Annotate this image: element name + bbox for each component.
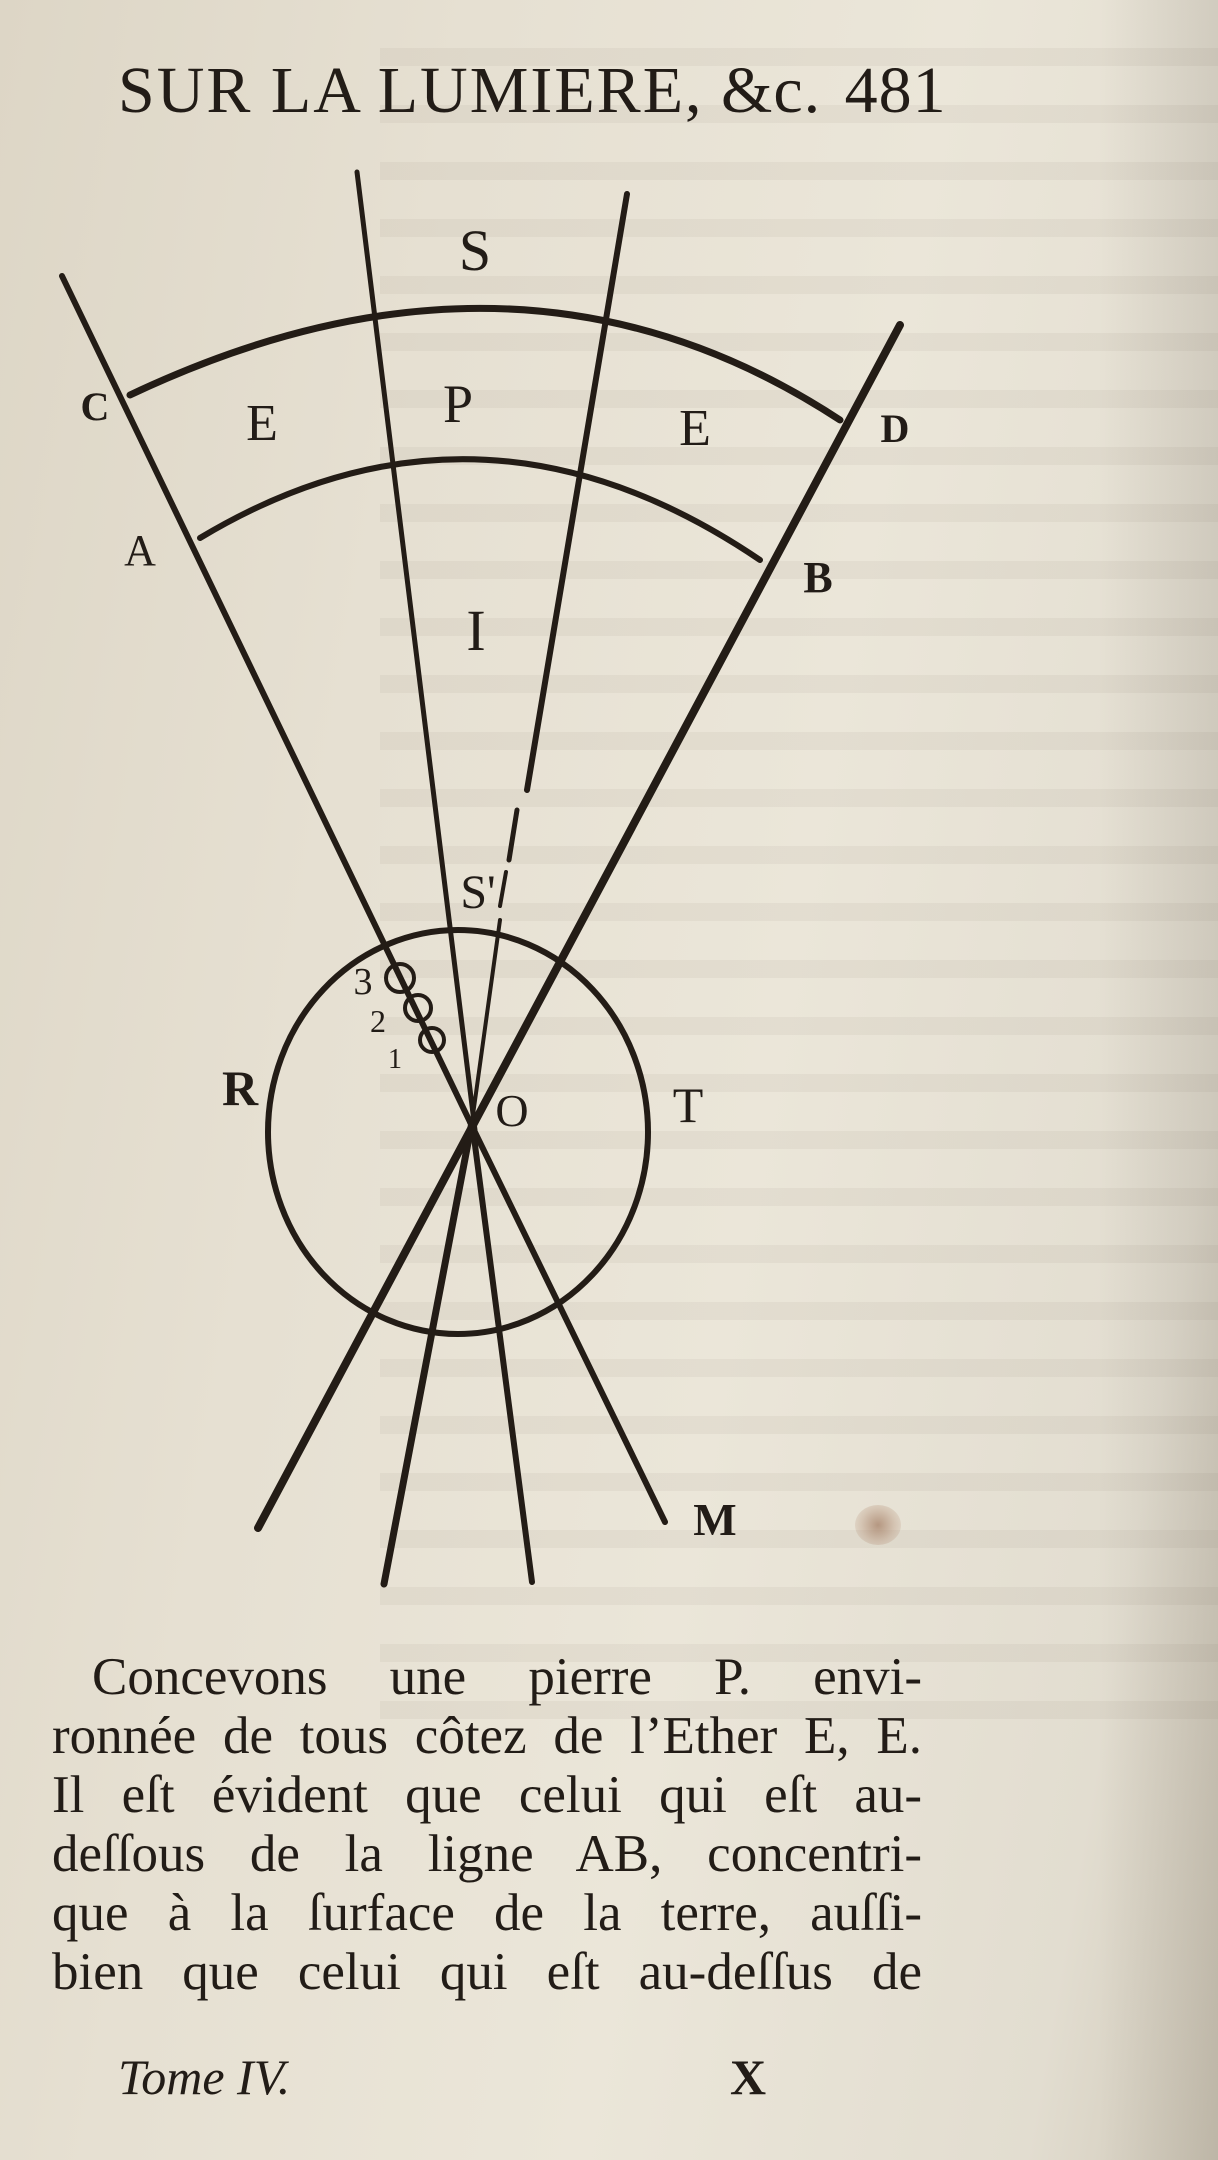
label-I: I	[466, 598, 485, 663]
label-R: R	[222, 1060, 259, 1116]
label-S-prime: S'	[460, 866, 495, 919]
running-head-title: SUR LA LUMIERE,	[118, 54, 704, 127]
label-P: P	[443, 374, 473, 434]
running-head: SUR LA LUMIERE, &c. 481	[118, 58, 947, 124]
body-line-5: que à la ſurface de la terre, auſſi-	[52, 1884, 922, 1942]
volume-label: Tome IV.	[118, 2049, 291, 2105]
line-ray-1	[467, 1119, 668, 1525]
small-circle-1	[418, 1026, 446, 1054]
body-line-1: Concevons une pierre P. envi-	[92, 1648, 922, 1706]
line-upper-right-fragment	[506, 807, 520, 863]
body-line-6: bien que celui qui eſt au-deſſus de	[52, 1943, 922, 2001]
label-3: 3	[354, 961, 373, 1003]
running-head-suffix: &c.	[721, 54, 822, 127]
line-ray-2	[469, 1119, 535, 1585]
circle-earth	[265, 927, 651, 1337]
label-B: B	[803, 553, 832, 602]
line-upper-right	[524, 191, 630, 793]
label-M: M	[693, 1494, 736, 1545]
body-line-4: deſſous de la ligne AB, concentri-	[52, 1825, 922, 1883]
label-O: O	[495, 1085, 528, 1136]
arc-cd	[126, 304, 844, 424]
body-line-2: ronnée de tous côtez de l’Ether E, E.	[52, 1707, 922, 1765]
line-ray-3	[380, 1118, 476, 1588]
geometric-figure: S C E P E D A B I S' 3 2 1 R O T M	[0, 160, 1000, 1600]
small-circle-2	[403, 993, 433, 1023]
label-C: C	[81, 384, 110, 429]
signature-mark: X	[730, 2049, 767, 2105]
page-edge-shadow	[1098, 0, 1218, 2160]
line-right-ray	[254, 321, 904, 1532]
label-E-right: E	[679, 400, 711, 457]
body-line-3: Il eſt évident que celui qui eſt au-	[52, 1766, 922, 1824]
label-D: D	[881, 406, 910, 451]
label-E-left: E	[246, 395, 278, 452]
line-central-vertical	[354, 169, 478, 1133]
page-number: 481	[844, 54, 947, 127]
label-1: 1	[388, 1044, 402, 1075]
small-circle-3	[384, 962, 416, 994]
line-left-ray	[59, 273, 473, 1125]
label-S: S	[459, 218, 491, 283]
line-ray-4	[470, 918, 502, 1124]
line-upper-right-fragment-2	[498, 870, 508, 908]
arc-ab	[197, 456, 763, 563]
figure-svg: S C E P E D A B I S' 3 2 1 R O T M	[59, 169, 910, 1588]
foxing-stain	[855, 1505, 901, 1545]
label-2: 2	[370, 1003, 386, 1039]
label-A: A	[124, 526, 156, 575]
body-paragraph: Concevons une pierre P. envi- ronnée de …	[52, 1648, 922, 2002]
label-T: T	[673, 1077, 704, 1133]
